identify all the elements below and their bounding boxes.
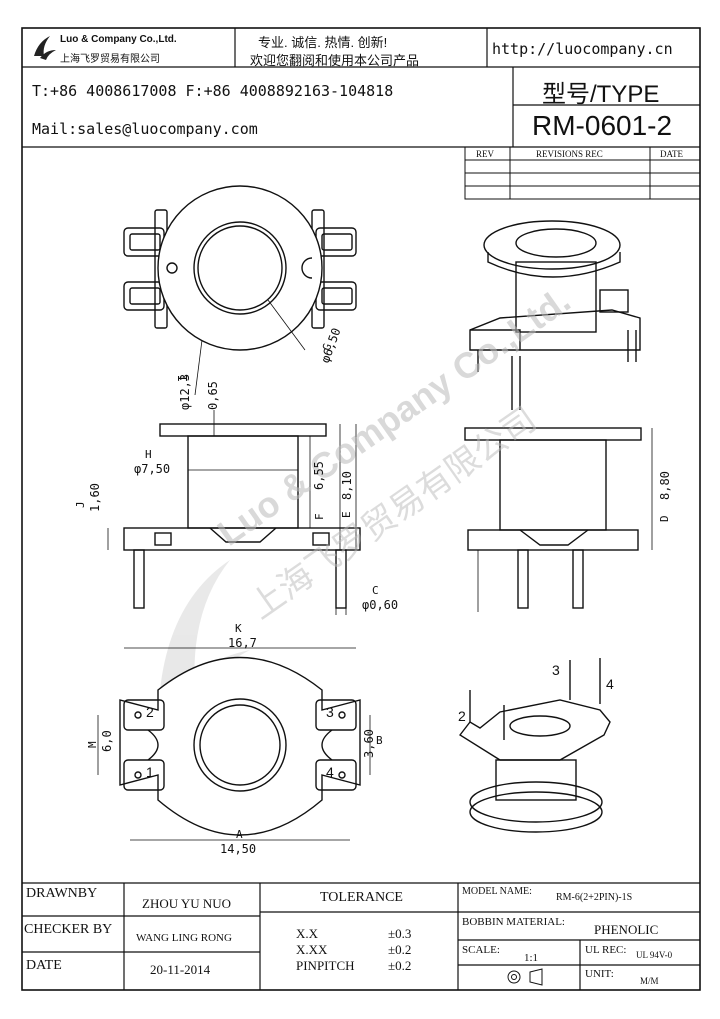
date-label: DATE	[26, 958, 62, 973]
type-label: 型号/TYPE	[542, 81, 660, 108]
revision-table	[464, 146, 701, 200]
dim-circ-a: A	[236, 828, 243, 841]
iso-pin-label-2: 2	[458, 708, 466, 724]
iso-pin-label-3: 3	[552, 662, 560, 678]
dim-circ-c: C	[372, 584, 379, 597]
rev-col-header: REV	[476, 149, 494, 159]
side-view-right	[464, 427, 653, 612]
website-link[interactable]: http://luocompany.cn	[492, 40, 673, 58]
dim-6-55: 6,55	[312, 461, 326, 490]
dim-circ-d: D	[658, 515, 671, 522]
unit-label: UNIT:	[585, 968, 614, 980]
dim-6-0: 6,0	[100, 730, 114, 752]
checker-value: WANG LING RONG	[136, 932, 232, 944]
dim-pin-diameter: φ0,60	[362, 598, 399, 612]
top-view	[123, 185, 357, 396]
dim-1-60: 1,60	[88, 483, 102, 512]
dim-circ-e: E	[340, 511, 353, 518]
side-view	[107, 410, 361, 615]
scale-value: 1:1	[524, 952, 539, 964]
model-name-value: RM-6(2+2PIN)-1S	[556, 892, 633, 903]
dim-8-80: 8,80	[658, 471, 672, 500]
title-block-grid	[22, 882, 700, 990]
dim-circ-b: B	[376, 734, 383, 747]
dim-3-60: 3,60	[362, 729, 376, 758]
tol-pinpitch-label: PINPITCH	[296, 958, 355, 973]
pin-label-1: 1	[146, 764, 154, 780]
projection-symbol-icon	[507, 968, 543, 986]
ul-rec-label: UL REC:	[585, 944, 627, 956]
dim-14-50: 14,50	[220, 842, 257, 856]
dim-circ-f: F	[313, 513, 326, 520]
slogan-line-2: 欢迎您翻阅和使用本公司产品	[250, 53, 420, 68]
company-name-en: Luo & Company Co.,Ltd.	[60, 34, 177, 45]
company-name-cn: 上海飞罗贸易有限公司	[60, 54, 160, 65]
dim-0-65: 0,65	[206, 381, 220, 410]
pin-label-4: 4	[326, 764, 334, 780]
tol-x-x-label: X.X	[296, 926, 319, 941]
model-number: RM-0601-2	[532, 110, 673, 141]
dim-outer-diameter: φ12,3	[178, 373, 192, 410]
bottom-view	[97, 647, 371, 841]
iso-pin-label-4: 4	[606, 676, 614, 692]
drawnby-value: ZHOU YU NUO	[142, 896, 232, 911]
material-label: BOBBIN MATERIAL:	[462, 916, 565, 928]
tol-pinpitch-value: ±0.2	[388, 958, 412, 973]
slogan-line-1: 专业. 诚信. 热情. 创新!	[258, 35, 388, 50]
revisions-rec-header: REVISIONS REC	[536, 149, 603, 159]
dim-circ-k: K	[235, 622, 242, 635]
pin-label-2: 2	[146, 704, 154, 720]
material-value: PHENOLIC	[594, 922, 659, 937]
company-logo-icon	[34, 36, 56, 60]
tol-x-xx-label: X.XX	[296, 942, 328, 957]
model-name-label: MODEL NAME:	[462, 886, 532, 897]
iso-view-bottom	[458, 658, 611, 833]
phone-fax: T:+86 4008617008 F:+86 4008892163-104818	[32, 82, 394, 100]
dim-circ-j: J	[74, 501, 87, 508]
tol-x-x-value: ±0.3	[388, 926, 412, 941]
iso-view-top	[469, 220, 641, 410]
dim-circ-h: H	[145, 448, 152, 461]
sheet-border	[21, 27, 701, 991]
drawnby-label: DRAWNBY	[26, 886, 98, 901]
ul-rec-value: UL 94V-0	[636, 950, 673, 960]
checker-label: CHECKER BY	[24, 922, 113, 937]
date-col-header: DATE	[660, 149, 683, 159]
dim-16-7: 16,7	[228, 636, 257, 650]
scale-label: SCALE:	[462, 944, 500, 956]
unit-value: M/M	[640, 976, 659, 986]
date-value: 20-11-2014	[150, 962, 211, 977]
pin-label-3: 3	[326, 704, 334, 720]
tolerance-label: TOLERANCE	[320, 890, 403, 905]
email-link[interactable]: Mail:sales@luocompany.com	[32, 120, 258, 138]
dim-8-10: 8,10	[340, 471, 354, 500]
dim-circ-m: M	[86, 741, 99, 748]
tol-x-xx-value: ±0.2	[388, 942, 412, 957]
dim-core-diameter: φ7,50	[134, 462, 171, 476]
